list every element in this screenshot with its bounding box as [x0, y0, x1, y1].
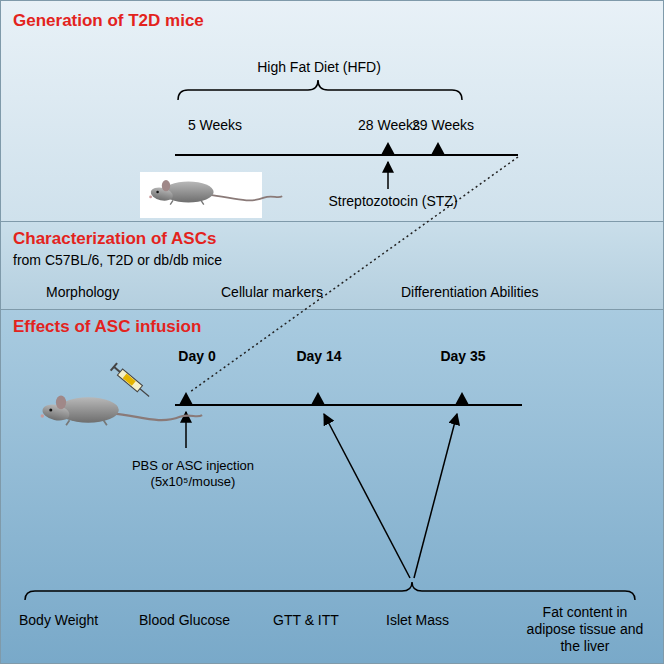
diagram-label: 29 Weeks	[412, 117, 474, 134]
drawing-part	[162, 180, 170, 191]
diagram-label: Streptozotocin (STZ)	[328, 193, 457, 210]
arrow	[414, 414, 457, 578]
diagram-label: from C57BL/6, T2D or db/db mice	[13, 252, 222, 269]
dotted-line	[190, 157, 518, 392]
panel-heading: Effects of ASC infusion	[13, 317, 201, 337]
drawing-part	[41, 414, 44, 417]
time-marker	[179, 392, 193, 405]
drawing-part	[150, 186, 175, 203]
time-marker	[381, 142, 395, 155]
drawing-part	[208, 195, 282, 201]
diagram-label: GTT & ITT	[273, 612, 339, 629]
diagram-label: High Fat Diet (HFD)	[257, 59, 381, 76]
syringe	[111, 363, 153, 400]
arrow	[387, 162, 389, 189]
time-marker	[431, 142, 445, 155]
panel-heading: Characterization of ASCs	[13, 229, 216, 249]
panel-band: Characterization of ASCs from C57BL/6, T2…	[0, 222, 664, 310]
panel-band: Generation of T2D miceHigh Fat Diet (HFD…	[0, 0, 664, 222]
time-marker	[455, 392, 469, 405]
diagram-label: Differentiation Abilities	[401, 284, 538, 301]
diagram-label: Day 14	[296, 348, 341, 365]
diagram-label: Morphology	[46, 284, 119, 301]
drawing-part	[41, 402, 71, 423]
drawing-part	[149, 196, 152, 199]
diagram-label: 28 Weeks	[358, 117, 420, 134]
arrow	[324, 414, 410, 578]
timeline	[175, 404, 522, 406]
drawing-part	[49, 408, 52, 411]
image-backdrop	[140, 172, 262, 218]
mouse-figure	[41, 396, 203, 426]
drawing-part	[112, 413, 202, 420]
drawing-part	[140, 389, 149, 397]
diagram-label: Islet Mass	[386, 612, 449, 629]
panel-band: Effects of ASC infusionDay 0 Day 14 Day 35…	[0, 310, 664, 664]
brace	[178, 80, 462, 100]
diagram-label: PBS or ASC injection (5x10⁵/mouse)	[118, 458, 268, 489]
drawing-part	[56, 396, 66, 410]
diagram-label: Blood Glucose	[139, 612, 230, 629]
drawing-part	[156, 191, 159, 194]
diagram-label: 5 Weeks	[188, 117, 242, 134]
drawing-part	[170, 200, 204, 204]
diagram-label: Day 0	[178, 348, 215, 365]
diagram-label: Fat content in adipose tissue and the li…	[521, 604, 649, 654]
panel-heading: Generation of T2D mice	[13, 11, 204, 31]
drawing-part	[66, 420, 107, 425]
diagram-label: Cellular markers	[221, 284, 323, 301]
brace	[25, 582, 635, 600]
diagram-label: Day 35	[440, 348, 485, 365]
drawing-part	[111, 363, 117, 371]
drawing-part	[117, 369, 142, 392]
time-marker	[311, 392, 325, 405]
diagram-label: Body Weight	[19, 612, 98, 629]
mouse-figure	[149, 180, 282, 205]
timeline	[175, 154, 518, 156]
drawing-part	[123, 374, 136, 386]
arrow	[185, 412, 187, 448]
drawing-part	[114, 367, 120, 372]
